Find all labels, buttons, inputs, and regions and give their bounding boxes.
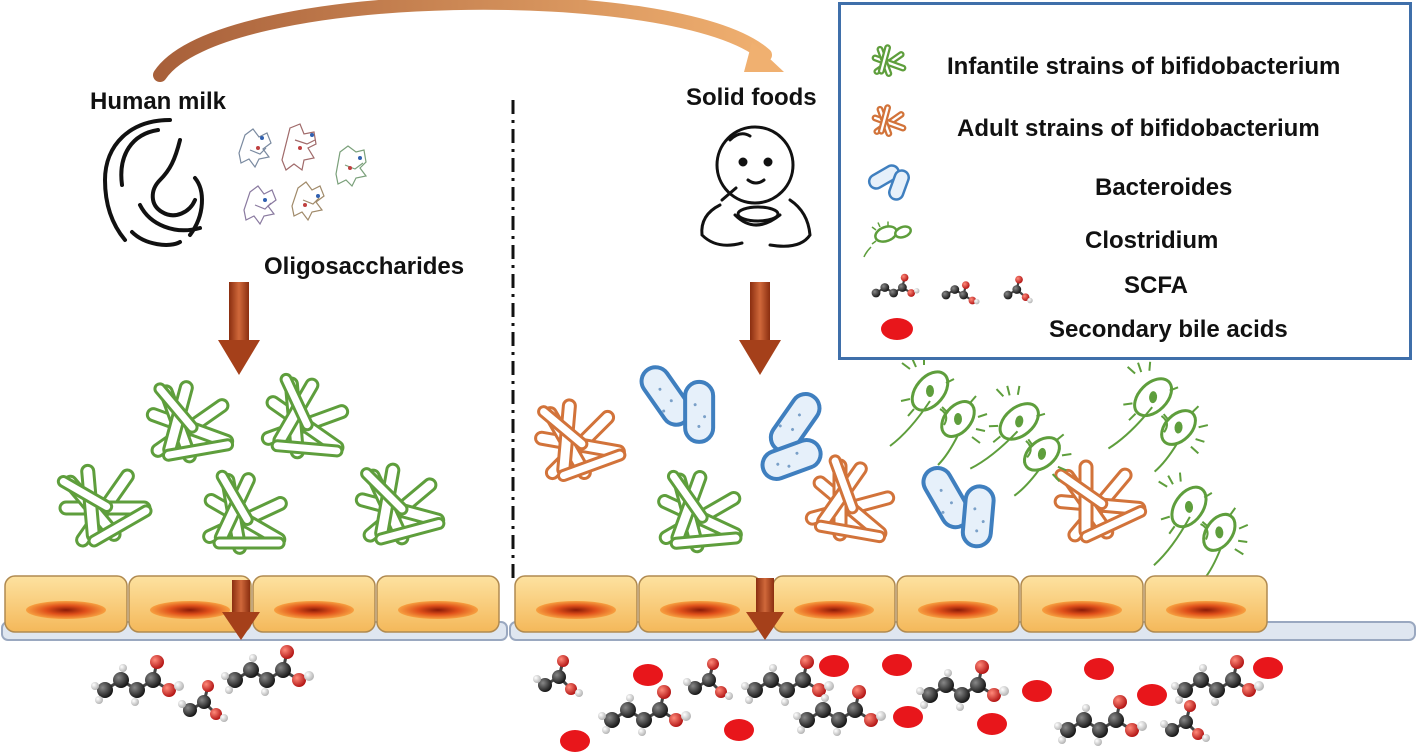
arrow-through-epithelium-left (222, 580, 260, 640)
legend-label-secondary-bile-acids: Secondary bile acids (1049, 316, 1288, 343)
molecule-icon (871, 273, 920, 298)
legend-label-infantile-bifido: Infantile strains of bifidobacterium (947, 53, 1341, 80)
infantile-bifido-cluster (45, 365, 449, 565)
human-milk-label: Human milk (90, 88, 227, 115)
baby-eating-icon (700, 125, 812, 248)
red-oval-icon (881, 318, 913, 340)
arrow-down-left (218, 282, 260, 375)
legend-box: Infantile strains of bifidobacterium Adu… (838, 2, 1412, 360)
transition-curve-arrowhead (744, 42, 784, 72)
scfa-molecules-left (89, 643, 316, 724)
solid-foods-label: Solid foods (686, 84, 817, 111)
adult-bifido-cluster (526, 388, 1154, 559)
green-flagellate-icon (863, 221, 912, 258)
legend-label-clostridium: Clostridium (1085, 227, 1219, 254)
intestinal-epithelium-right (509, 575, 1416, 641)
legend-icons (863, 44, 920, 340)
legend-label-bacteroides: Bacteroides (1095, 174, 1233, 201)
oligosaccharides-icon (238, 123, 368, 226)
blue-capsule-icon (867, 164, 910, 201)
transition-curve-arrow (153, 0, 772, 82)
arrow-down-right (739, 282, 781, 375)
oligosaccharides-label: Oligosaccharides (264, 253, 465, 280)
secondary-bile-acids-right (560, 654, 1283, 752)
green-rod-cluster-icon (871, 44, 907, 78)
arrow-through-epithelium-right (746, 578, 784, 640)
infantile-bifido-cluster-right (651, 465, 750, 559)
legend-label-scfa: SCFA (1124, 272, 1189, 299)
orange-rod-cluster-icon (871, 104, 907, 138)
mother-breastfeeding-icon (102, 118, 204, 247)
intestinal-epithelium-left (1, 575, 508, 641)
legend-molecule-icons-extra (941, 275, 1033, 305)
legend-label-adult-bifido: Adult strains of bifidobacterium (957, 115, 1320, 142)
